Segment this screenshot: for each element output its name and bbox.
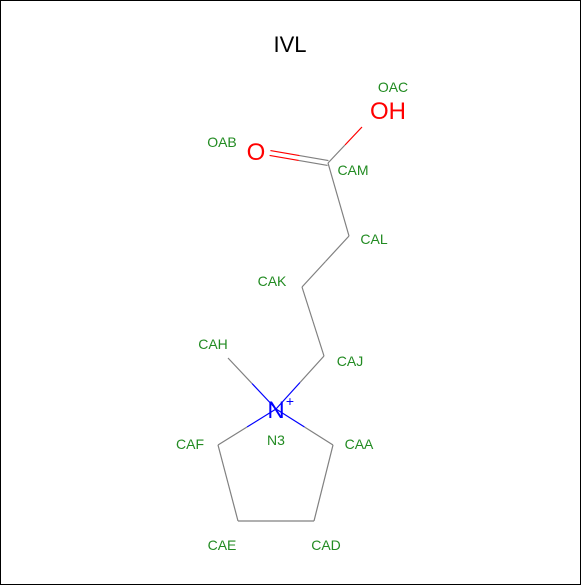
- atom-label-N3: N3: [267, 432, 285, 448]
- diagram-title: IVL: [273, 32, 306, 57]
- bond-N3-CAA: [275, 408, 305, 428]
- bond-CAK-CAJ: [312, 321, 325, 357]
- bond-CAM-OAB: [270, 149, 300, 157]
- bond-CAM-OAB: [298, 159, 328, 167]
- atom-label-CAD: CAD: [311, 537, 341, 553]
- bond-CAL-CAK: [325, 235, 350, 262]
- atom-label-CAL: CAL: [360, 231, 387, 247]
- atom-label-CAH: CAH: [198, 336, 228, 352]
- bond-N3-CAA: [304, 426, 334, 446]
- atom-label-OAC: OAC: [378, 79, 408, 95]
- atom-label-CAF: CAF: [176, 436, 204, 452]
- bond-CAK-CAJ: [301, 286, 314, 322]
- bond-N3-CAF: [217, 426, 248, 446]
- bond-CAD-CAA: [313, 482, 325, 522]
- bond-CAM-OAB: [299, 154, 329, 162]
- atom-symbol-OAB: O: [247, 139, 266, 166]
- bond-CAM-CAL: [327, 162, 340, 200]
- bond-CAM-OAB: [269, 154, 299, 162]
- bond-CAH-N3: [251, 383, 277, 410]
- atom-symbol-OAC: OH: [370, 98, 406, 125]
- bond-N3-CAF: [246, 408, 277, 428]
- atom-label-CAA: CAA: [345, 436, 374, 452]
- atom-label-CAK: CAK: [258, 273, 287, 289]
- atom-label-CAM: CAM: [337, 162, 368, 178]
- bond-CAJ-N3: [299, 355, 325, 383]
- bond-CAF-CAE: [227, 482, 239, 522]
- bond-CAL-CAK: [301, 261, 326, 288]
- atom-label-CAJ: CAJ: [337, 353, 363, 369]
- bond-CAM-OAC: [344, 126, 363, 146]
- bond-CAF-CAE: [217, 444, 229, 484]
- atom-charge-N3: +: [286, 393, 294, 409]
- atom-label-OAB: OAB: [207, 134, 237, 150]
- atom-label-CAE: CAE: [208, 537, 237, 553]
- bond-CAD-CAA: [322, 444, 334, 484]
- bond-CAM-CAL: [337, 199, 350, 237]
- atom-symbol-N3: N: [267, 397, 284, 424]
- bond-CAM-OAC: [327, 144, 346, 164]
- bond-CAH-N3: [227, 357, 253, 384]
- bond-layer: [217, 126, 363, 522]
- bond-CAJ-N3: [275, 382, 301, 410]
